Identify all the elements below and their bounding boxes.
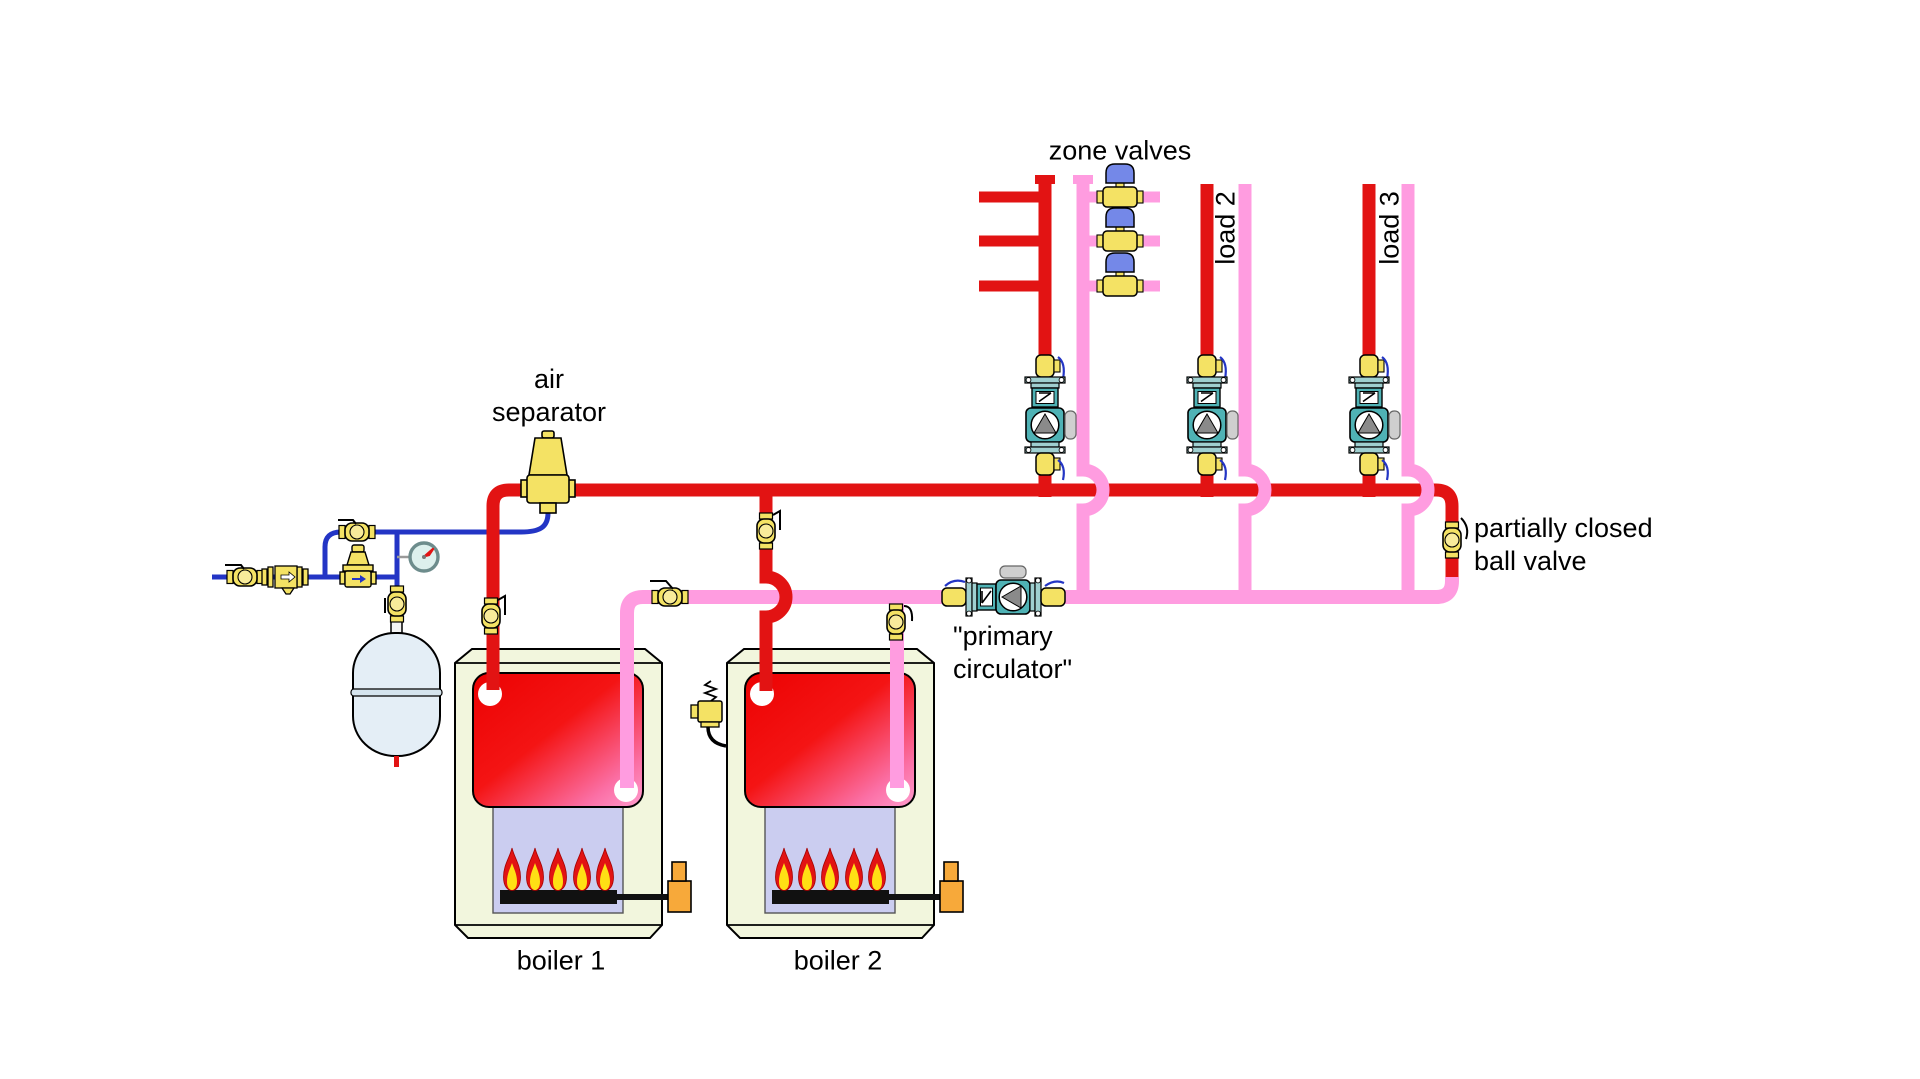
load3-circulator-pump <box>1347 353 1402 482</box>
zone-circulator-pump <box>1023 353 1078 482</box>
primary-circulator-pump <box>940 564 1067 618</box>
boiler-1-label: boiler 1 <box>516 945 606 976</box>
zone-valves-label: zone valves <box>1048 135 1192 166</box>
load-2-label: load 2 <box>1210 191 1241 265</box>
partially-closed-ball-valve <box>1442 517 1469 559</box>
pressure-gauge-icon <box>408 541 440 573</box>
zone-valve-3 <box>1096 252 1144 297</box>
boiler2-return-valve <box>886 603 914 641</box>
boiler-2 <box>727 649 963 938</box>
fill-shutoff-valve <box>225 564 264 587</box>
partially-closed-label-line2: ball valve <box>1474 546 1587 576</box>
zone-valve-2 <box>1096 207 1144 252</box>
air-separator-label-line2: separator <box>491 397 607 427</box>
return-main-valve <box>650 580 689 607</box>
boiler2-supply-valve <box>756 509 781 550</box>
air-separator-label-line1: air <box>533 364 565 394</box>
primary-circulator-label-line2: circulator" <box>953 654 1073 684</box>
boiler2-supply-riser <box>759 490 793 691</box>
load2-circulator-pump <box>1185 353 1240 482</box>
expansion-tank-icon <box>350 585 443 767</box>
supply-header-cap <box>1035 175 1055 184</box>
tank-isolation-valve <box>384 585 407 623</box>
partially-closed-label-line1: partially closed <box>1474 513 1653 543</box>
fill-pressure-reducing-valve <box>339 544 377 588</box>
air-separator-icon <box>520 430 576 514</box>
load-3-label: load 3 <box>1374 191 1405 265</box>
primary-circulator-label-line1: "primary <box>953 621 1053 651</box>
boiler-1 <box>455 649 691 938</box>
return-header-cap <box>1073 175 1093 184</box>
backflow-preventer-icon <box>261 565 309 595</box>
zone-valve-1 <box>1096 163 1144 208</box>
boiler-2-label: boiler 2 <box>793 945 883 976</box>
boiler1-supply-valve <box>481 594 506 635</box>
fill-bypass-valve <box>338 519 376 542</box>
pressure-relief-valve-icon <box>690 680 727 748</box>
